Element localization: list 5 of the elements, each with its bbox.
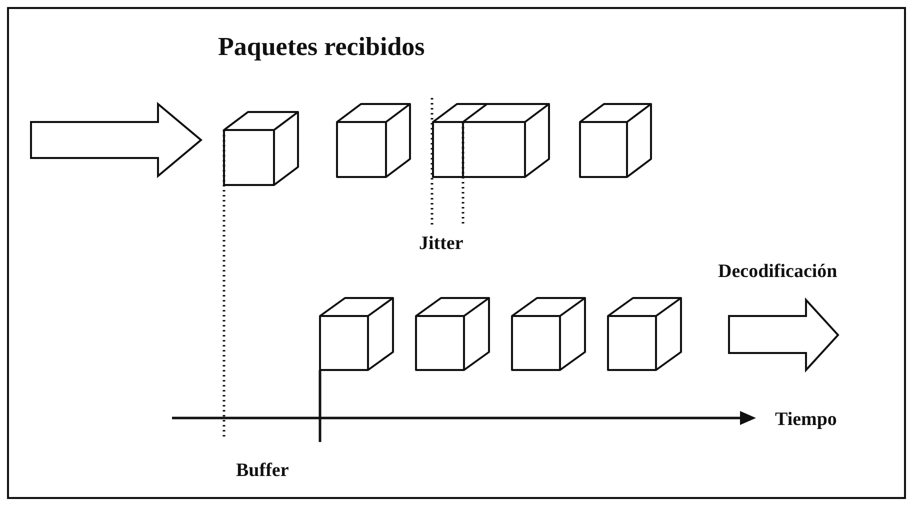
axis-label: Tiempo: [775, 410, 837, 429]
jitter-label: Jitter: [419, 234, 464, 253]
diagram-heading: Paquetes recibidos: [218, 34, 425, 60]
buffer-label: Buffer: [236, 461, 289, 480]
output-label: Decodificación: [718, 262, 838, 281]
